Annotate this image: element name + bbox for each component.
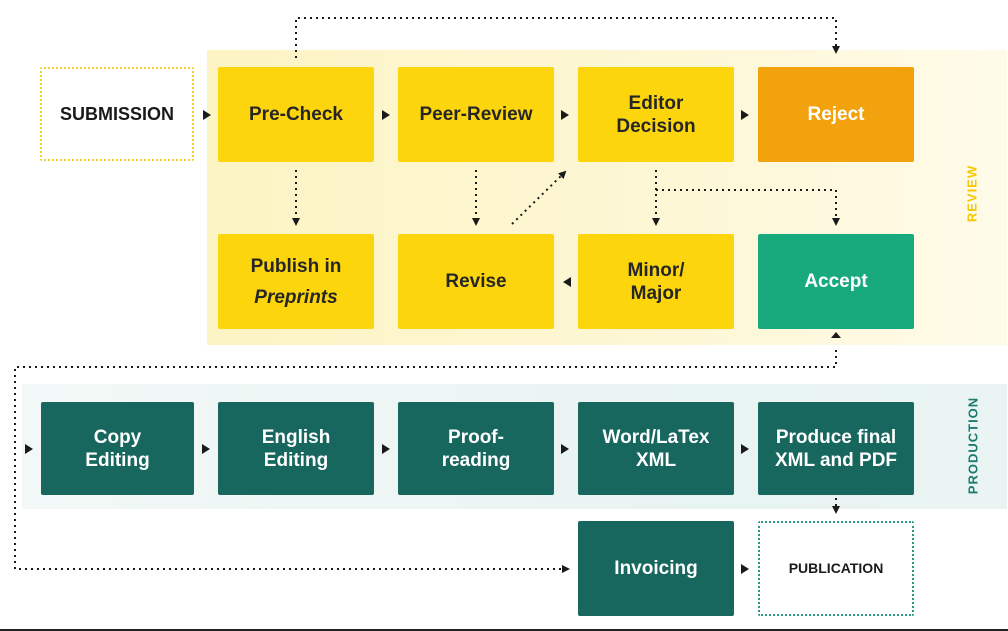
- arrow-precheck-to-peerreview: [382, 110, 390, 120]
- peer-review-label: Peer-Review: [419, 104, 533, 125]
- copy-editing-box: Copy Editing: [41, 402, 194, 495]
- arrow-minormajor-to-revise: [563, 277, 571, 287]
- submission-box: SUBMISSION: [40, 67, 194, 161]
- arrow-peerreview-to-editordecision: [561, 110, 569, 120]
- arrow-submission-to-precheck: [203, 110, 211, 120]
- arrow-to-copyediting: [25, 444, 33, 454]
- submission-label: SUBMISSION: [59, 103, 174, 124]
- copy-editing-line2: Editing: [85, 449, 150, 471]
- english-editing-box: English Editing: [218, 402, 374, 495]
- arrow-editordecision-to-reject: [741, 110, 749, 120]
- pre-check-box: Pre-Check: [218, 67, 374, 162]
- reject-label: Reject: [807, 104, 865, 125]
- invoicing-box: Invoicing: [578, 521, 734, 616]
- proofreading-box: Proof- reading: [398, 402, 554, 495]
- arrow-copyediting-to-englishediting: [202, 444, 210, 454]
- accept-box: Accept: [758, 234, 914, 329]
- arrow-englishediting-to-proofreading: [382, 444, 390, 454]
- arrow-wordlatex-to-producefinal: [741, 444, 749, 454]
- produce-final-line1: Produce final: [775, 426, 897, 448]
- word-latex-line2: XML: [635, 449, 677, 471]
- publish-preprints-line2: Preprints: [254, 286, 338, 308]
- publish-preprints-line1: Publish in: [250, 255, 342, 277]
- produce-final-box: Produce final XML and PDF: [758, 402, 914, 495]
- peer-review-box: Peer-Review: [398, 67, 554, 162]
- minor-major-line1: Minor/: [627, 259, 685, 281]
- copy-editing-line1: Copy: [93, 426, 142, 448]
- accept-label: Accept: [804, 271, 868, 292]
- link-revise-to-editordecision: [511, 170, 567, 225]
- english-editing-line1: English: [261, 426, 331, 448]
- produce-final-line2: XML and PDF: [774, 449, 898, 471]
- editor-decision-box: Editor Decision: [578, 67, 734, 162]
- reject-box: Reject: [758, 67, 914, 162]
- arrow-invoicing-to-publication: [741, 564, 749, 574]
- publication-box: PUBLICATION: [758, 521, 914, 616]
- link-accept-to-production: [14, 350, 837, 573]
- link-reject-loop: [295, 17, 840, 58]
- editor-decision-line2: Decision: [616, 115, 696, 137]
- publish-preprints-box: Publish in Preprints: [218, 234, 374, 329]
- english-editing-line2: Editing: [263, 449, 329, 471]
- link-editordecision-to-accept: [656, 189, 840, 226]
- arrow-proofreading-to-wordlatex: [561, 444, 569, 454]
- arrow-up-accept: [831, 332, 841, 338]
- minor-major-box: Minor/ Major: [578, 234, 734, 329]
- bottom-border: [0, 629, 1008, 631]
- pre-check-label: Pre-Check: [249, 104, 343, 125]
- editor-decision-line1: Editor: [628, 92, 684, 114]
- revise-box: Revise: [398, 234, 554, 329]
- invoicing-label: Invoicing: [614, 558, 698, 579]
- word-latex-box: Word/LaTex XML: [578, 402, 734, 495]
- publication-label: PUBLICATION: [788, 560, 884, 576]
- minor-major-line2: Major: [630, 282, 682, 304]
- proofreading-line2: reading: [441, 449, 511, 471]
- revise-label: Revise: [445, 271, 507, 292]
- proofreading-line1: Proof-: [448, 426, 504, 448]
- word-latex-line1: Word/LaTex: [602, 426, 710, 448]
